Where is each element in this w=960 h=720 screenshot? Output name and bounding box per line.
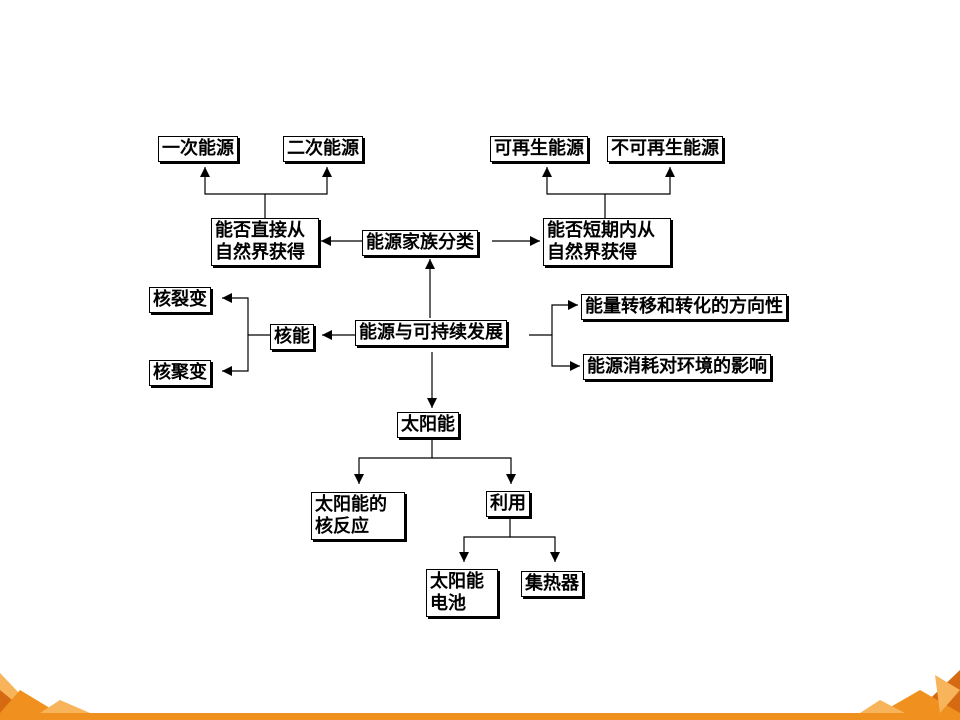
node-energy-family: 能源家族分类 xyxy=(362,230,478,256)
node-root: 能源与可持续发展 xyxy=(355,320,507,346)
node-fission: 核裂变 xyxy=(149,287,211,313)
node-solar: 太阳能 xyxy=(397,412,459,438)
node-secondary-energy: 二次能源 xyxy=(283,136,363,162)
direct-question-line2: 自然界获得 xyxy=(215,242,305,263)
direct-question-line1: 能否直接从 xyxy=(215,220,305,241)
solar-reaction-line2: 核反应 xyxy=(315,516,369,537)
node-solar-cell: 太阳能 电池 xyxy=(426,569,498,617)
node-direct-question: 能否直接从 自然界获得 xyxy=(211,218,319,266)
node-nonrenewable-energy: 不可再生能源 xyxy=(607,136,723,162)
node-environment-impact: 能源消耗对环境的影响 xyxy=(583,354,771,380)
footer-triangle-left-3 xyxy=(0,690,58,713)
footer-triangle-right-3 xyxy=(860,700,905,713)
node-use: 利用 xyxy=(486,491,530,517)
node-fusion: 核聚变 xyxy=(149,360,211,386)
solar-cell-line1: 太阳能 xyxy=(430,571,484,592)
node-solar-reaction: 太阳能的 核反应 xyxy=(311,492,405,540)
node-energy-direction: 能量转移和转化的方向性 xyxy=(581,294,787,320)
footer-strip xyxy=(0,713,960,720)
footer-triangle-left-4 xyxy=(40,700,90,713)
node-renewable-energy: 可再生能源 xyxy=(490,136,588,162)
solar-cell-line2: 电池 xyxy=(430,593,466,614)
node-heat-collector: 集热器 xyxy=(521,571,583,597)
short-term-question-line2: 自然界获得 xyxy=(547,242,637,263)
solar-reaction-line1: 太阳能的 xyxy=(315,494,387,515)
short-term-question-line1: 能否短期内从 xyxy=(547,220,655,241)
node-nuclear: 核能 xyxy=(270,324,314,350)
node-primary-energy: 一次能源 xyxy=(158,136,238,162)
footer-triangle-right-4 xyxy=(935,675,960,713)
node-short-term-question: 能否短期内从 自然界获得 xyxy=(543,218,671,266)
